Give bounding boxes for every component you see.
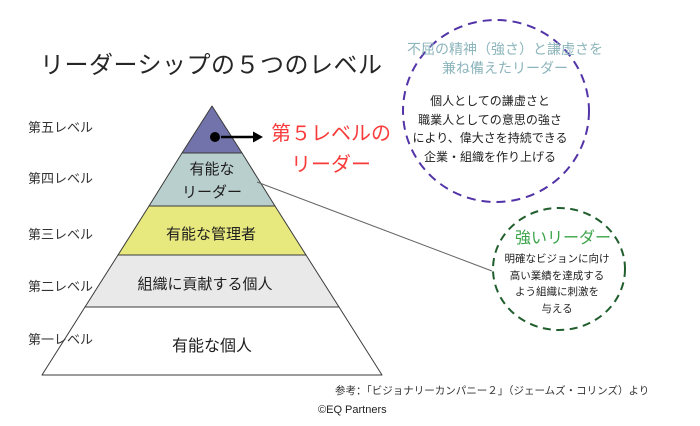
level5-dot — [210, 132, 220, 142]
pyramid-level3-label: 有能な管理者 — [165, 226, 256, 243]
side-label-level1: 第一レベル — [28, 332, 94, 347]
pyramid-level1-shape — [41, 306, 383, 376]
strong-leader-description-line: 明確なビジョンに向け — [504, 253, 610, 265]
humble-leader-circle-outline — [402, 19, 590, 203]
level5-leader-callout-line2: リーダー — [291, 154, 371, 176]
pyramid-level4-label: 有能な リーダー — [152, 158, 272, 204]
level4-connector-line — [256, 181, 493, 272]
level5-arrow-head-icon — [253, 131, 263, 143]
side-label-level3: 第三レベル — [28, 227, 94, 242]
humble-leader-description-line: 企業・組織を作り上げる — [423, 149, 556, 164]
strong-leader-heading: 強いリーダー — [514, 230, 611, 247]
side-label-level2: 第二レベル — [28, 279, 94, 294]
strong-leader-description-line: 与える — [541, 302, 573, 315]
strong-leader-circle-outline — [492, 207, 626, 331]
humble-leader-description-line: 個人としての謙虚さと — [430, 94, 550, 108]
strong-leader-description-line: よう組織に刺激を — [515, 286, 599, 298]
copyright-label: ©EQ Partners — [318, 404, 387, 416]
pyramid-level1-label: 有能な個人 — [171, 338, 252, 355]
humble-leader-heading: 不屈の精神（強さ）と謙虚さを 兼ね備えたリーダー — [400, 40, 610, 78]
level5-leader-callout-line1: 第５レベルの — [271, 123, 391, 145]
pyramid-level5-shape — [181, 105, 243, 154]
humble-leader-description: 個人としての謙虚さと 職業人としての意思の強さ により、偉大さを持続できる 企業… — [395, 92, 585, 166]
side-label-level5: 第五レベル — [28, 120, 94, 135]
side-label-level4: 第四レベル — [28, 171, 94, 186]
pyramid-level2-label: 組織に貢献する個人 — [137, 276, 273, 293]
pyramid-level4-label-line2: リーダー — [181, 184, 242, 201]
humble-leader-description-line: により、偉大さを持続できる — [412, 131, 568, 145]
level5-leader-callout: 第５レベルの リーダー — [266, 119, 396, 181]
strong-leader-description-line: 高い業績を達成する — [509, 269, 605, 282]
humble-leader-heading-line2: 兼ね備えたリーダー — [442, 60, 568, 76]
humble-leader-description-line: 職業人としての意思の強さ — [418, 112, 562, 127]
strong-leader-description: 明確なビジョンに向け 高い業績を達成する よう組織に刺激を 与える — [487, 251, 627, 317]
pyramid-level4-label-line1: 有能な — [189, 161, 235, 178]
page-title: リーダーシップの５つのレベル — [40, 52, 383, 79]
reference-note: 参考：「ビジョナリーカンパニー２」（ジェームズ・コリンズ）より — [335, 385, 650, 397]
humble-leader-heading-line1: 不屈の精神（強さ）と謙虚さを — [407, 41, 603, 57]
